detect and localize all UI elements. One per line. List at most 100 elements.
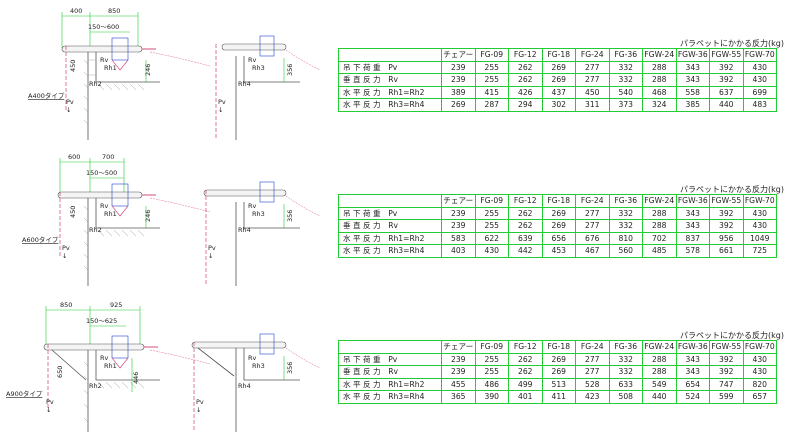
label-pv: Pv <box>46 398 54 406</box>
table-cell: 239 <box>441 352 476 366</box>
dim-height: 650 <box>56 366 64 378</box>
table-cell: FGW-55 <box>709 340 744 354</box>
table-cell: 747 <box>709 377 744 391</box>
table-cell: FG-24 <box>575 48 610 62</box>
table-cell: FG-09 <box>474 194 509 208</box>
table-cell: 468 <box>642 85 677 99</box>
table-cell: 水 平 反 力 Rh1=Rh2 <box>338 231 442 245</box>
table-cell: 269 <box>541 219 576 233</box>
table-cell: 440 <box>642 390 677 404</box>
table-cell: 332 <box>608 73 643 87</box>
table-cell: FG-36 <box>608 194 643 208</box>
label-rv-2: Rv <box>248 354 257 362</box>
table-cell: FG-18 <box>541 48 576 62</box>
table-cell: 311 <box>575 98 610 112</box>
type-label: A600タイプ <box>22 235 59 244</box>
label-rh3: Rh3 <box>252 64 265 72</box>
table-cell: 426 <box>508 85 543 99</box>
table-cell: 430 <box>742 365 777 379</box>
label-rh2: Rh2 <box>89 80 102 88</box>
table-cell: 392 <box>709 352 744 366</box>
label-rh2: Rh2 <box>89 226 102 234</box>
table-cell: 702 <box>642 231 677 245</box>
table-cell: FG-18 <box>541 194 576 208</box>
table-cell: 吊 下 荷 重 Pv <box>338 352 442 366</box>
dim-a: 600 <box>68 153 80 161</box>
dim-range: 150～625 <box>86 317 117 325</box>
arrow-down-icon: ↓ <box>66 106 71 114</box>
table-cell: FGW-55 <box>709 194 744 208</box>
label-pv-2: Pv <box>218 98 226 106</box>
dim-h1: 446 <box>132 372 140 384</box>
table-cell: 269 <box>541 60 576 74</box>
table-cell: 654 <box>675 377 710 391</box>
table-cell: 365 <box>441 390 476 404</box>
table-cell: 956 <box>709 231 744 245</box>
dim-h1: 246 <box>144 64 152 76</box>
table-cell: 262 <box>508 206 543 220</box>
label-pv-2: Pv <box>208 244 216 252</box>
table-cell: 255 <box>474 219 509 233</box>
table-cell: FG-36 <box>608 340 643 354</box>
table-cell: 392 <box>709 219 744 233</box>
table-cell: 288 <box>642 352 677 366</box>
table-cell <box>338 194 442 208</box>
dim-h2: 356 <box>286 362 294 374</box>
table-cell: 255 <box>474 206 509 220</box>
table-cell: 415 <box>474 85 509 99</box>
table-cell: 302 <box>541 98 576 112</box>
table-cell: 392 <box>709 60 744 74</box>
table-cell: 486 <box>474 377 509 391</box>
table-cell: 430 <box>742 60 777 74</box>
table-cell: 吊 下 荷 重 Pv <box>338 206 442 220</box>
table-cell: 277 <box>575 60 610 74</box>
dim-range: 150～600 <box>88 23 119 31</box>
table-cell: 467 <box>575 244 610 258</box>
table-cell: 385 <box>675 98 710 112</box>
table-cell: 277 <box>575 365 610 379</box>
table-cell: FG-09 <box>474 48 509 62</box>
table-cell: 269 <box>541 365 576 379</box>
table-cell: 389 <box>441 85 476 99</box>
label-rh3: Rh3 <box>252 210 265 218</box>
table-cell: 423 <box>575 390 610 404</box>
label-pv: Pv <box>66 98 74 106</box>
table-cell: 343 <box>675 352 710 366</box>
table-cell: FGW-24 <box>642 194 677 208</box>
table-cell: 810 <box>608 231 643 245</box>
table-cell: 294 <box>508 98 543 112</box>
table-cell: 430 <box>742 219 777 233</box>
table-title: パラペットにかかる反力(kg) <box>680 185 784 194</box>
side-view-diagram: 850 925 150～625 446 650 Rv Rh1 Rh2 Pv ↓ … <box>6 301 321 432</box>
table-cell: 水 平 反 力 Rh3=Rh4 <box>338 244 442 258</box>
table-cell: FGW-70 <box>742 194 777 208</box>
panel-a600: 600 700 150～500 246 450 Rv Rh1 Rh2 Pv ↓ … <box>0 146 800 292</box>
dim-a: 850 <box>60 301 72 309</box>
table-cell: 垂 直 反 力 Rv <box>338 73 442 87</box>
table-cell: 262 <box>508 219 543 233</box>
label-rh4: Rh4 <box>238 80 251 88</box>
table-cell: 392 <box>709 73 744 87</box>
table-cell: 401 <box>508 390 543 404</box>
table-cell <box>338 340 442 354</box>
table-cell: 637 <box>709 85 744 99</box>
table-cell: 288 <box>642 73 677 87</box>
table-cell: 255 <box>474 73 509 87</box>
table-cell: 262 <box>508 73 543 87</box>
table-cell: 560 <box>608 244 643 258</box>
table-cell: 262 <box>508 60 543 74</box>
table-cell: 558 <box>675 85 710 99</box>
table-cell: 277 <box>575 219 610 233</box>
dim-h2: 356 <box>286 210 294 222</box>
table-cell: 343 <box>675 60 710 74</box>
label-rh1: Rh1 <box>104 210 117 218</box>
panel-a400: 400 850 150～600 246 450 Rv Rh1 Rh2 Pv ↓ … <box>0 0 800 146</box>
table-cell: FGW-24 <box>642 48 677 62</box>
table-cell: 661 <box>709 244 744 258</box>
table-cell: 699 <box>742 85 777 99</box>
table-cell: 578 <box>675 244 710 258</box>
